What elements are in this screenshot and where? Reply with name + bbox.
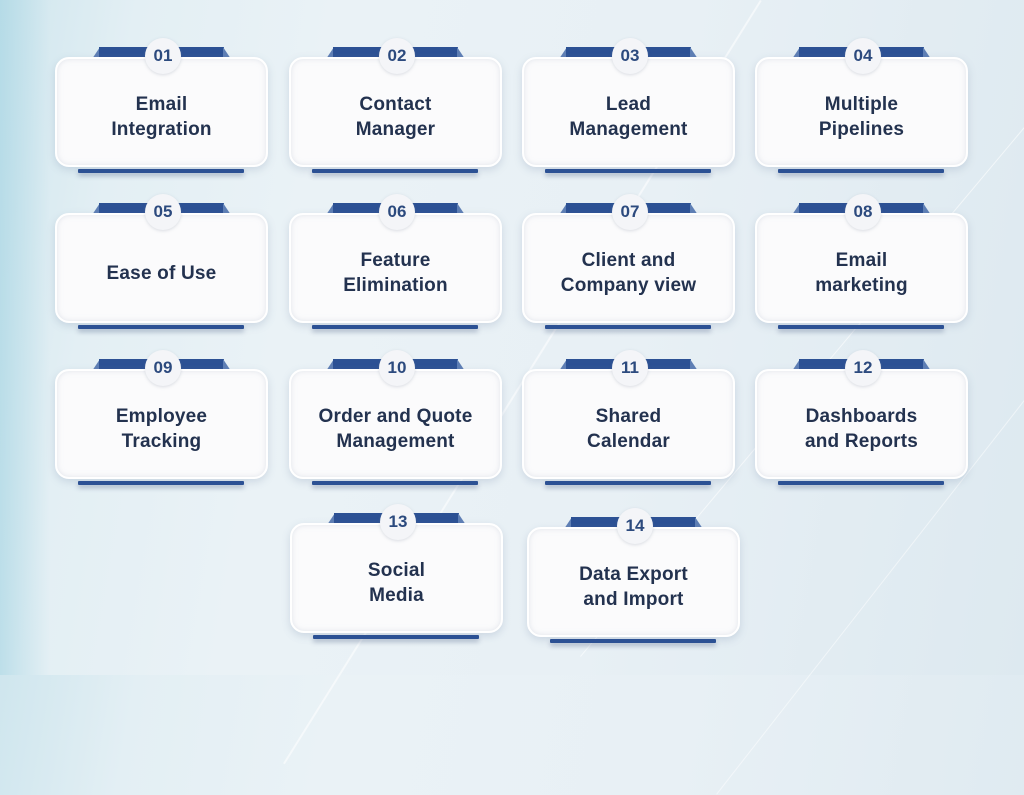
feature-card-14: 14 Data Export and Import — [527, 508, 740, 657]
card-underline — [550, 639, 716, 643]
number-badge: 09 — [145, 350, 181, 386]
card-underline — [778, 325, 944, 329]
feature-card-04: 04 Multiple Pipelines — [755, 38, 968, 187]
card-body: 14 Data Export and Import — [527, 508, 740, 637]
feature-label: Client and Company view — [560, 250, 697, 296]
feature-card-12: 12 Dashboards and Reports — [755, 350, 968, 499]
feature-card-05: 05 Ease of Use — [55, 194, 268, 343]
feature-card-10: 10 Order and Quote Management — [289, 350, 502, 499]
feature-card-08: 08 Email marketing — [755, 194, 968, 343]
card-body: 08 Email marketing — [755, 194, 968, 323]
number-badge: 11 — [612, 350, 648, 386]
card-body: 05 Ease of Use — [55, 194, 268, 323]
feature-label: Employee Tracking — [115, 406, 208, 452]
card-underline — [778, 169, 944, 173]
card-underline — [778, 481, 944, 485]
number-badge: 10 — [379, 350, 415, 386]
feature-label: Multiple Pipelines — [818, 94, 905, 140]
card-underline — [312, 481, 478, 485]
number-badge: 02 — [379, 38, 415, 74]
card-body: 06 Feature Elimination — [289, 194, 502, 323]
number-badge: 12 — [845, 350, 881, 386]
card-body: 11 Shared Calendar — [522, 350, 735, 479]
feature-label: Order and Quote Management — [318, 406, 473, 452]
card-underline — [313, 635, 479, 639]
feature-label: Contact Manager — [355, 94, 436, 140]
card-body: 04 Multiple Pipelines — [755, 38, 968, 167]
feature-card-03: 03 Lead Management — [522, 38, 735, 187]
number-badge: 01 — [145, 38, 181, 74]
feature-label: Shared Calendar — [587, 406, 670, 452]
card-underline — [545, 481, 711, 485]
card-underline — [312, 169, 478, 173]
feature-label: Data Export and Import — [579, 564, 688, 610]
feature-card-01: 01 Email Integration — [55, 38, 268, 187]
card-underline — [78, 481, 244, 485]
number-badge: 06 — [379, 194, 415, 230]
background-glow — [0, 0, 50, 675]
feature-label: Email marketing — [815, 250, 908, 296]
feature-card-06: 06 Feature Elimination — [289, 194, 502, 343]
card-underline — [312, 325, 478, 329]
card-underline — [545, 325, 711, 329]
feature-card-11: 11 Shared Calendar — [522, 350, 735, 499]
feature-card-02: 02 Contact Manager — [289, 38, 502, 187]
number-badge: 14 — [617, 508, 653, 544]
card-body: 10 Order and Quote Management — [289, 350, 502, 479]
number-badge: 05 — [145, 194, 181, 230]
card-body: 01 Email Integration — [55, 38, 268, 167]
number-badge: 03 — [612, 38, 648, 74]
card-underline — [78, 325, 244, 329]
card-body: 02 Contact Manager — [289, 38, 502, 167]
card-body: 12 Dashboards and Reports — [755, 350, 968, 479]
feature-label: Social Media — [367, 560, 426, 606]
feature-card-13: 13 Social Media — [290, 504, 503, 653]
feature-label: Feature Elimination — [343, 250, 448, 296]
number-badge: 13 — [380, 504, 416, 540]
number-badge: 08 — [845, 194, 881, 230]
card-body: 03 Lead Management — [522, 38, 735, 167]
feature-label: Ease of Use — [106, 262, 217, 284]
feature-label: Lead Management — [569, 94, 688, 140]
card-body: 13 Social Media — [290, 504, 503, 633]
card-underline — [78, 169, 244, 173]
number-badge: 04 — [845, 38, 881, 74]
feature-card-07: 07 Client and Company view — [522, 194, 735, 343]
card-body: 07 Client and Company view — [522, 194, 735, 323]
feature-label: Email Integration — [111, 94, 212, 140]
feature-card-09: 09 Employee Tracking — [55, 350, 268, 499]
card-body: 09 Employee Tracking — [55, 350, 268, 479]
card-underline — [545, 169, 711, 173]
feature-label: Dashboards and Reports — [804, 406, 919, 452]
number-badge: 07 — [612, 194, 648, 230]
